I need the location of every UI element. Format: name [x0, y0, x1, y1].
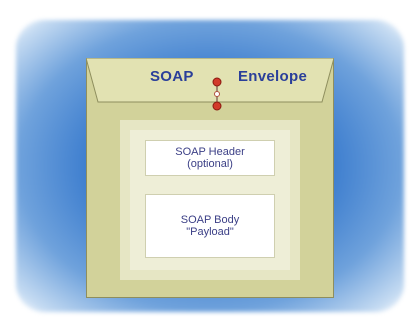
envelope-clasp-icon [212, 77, 222, 111]
envelope-title-soap: SOAP [150, 68, 194, 85]
soap-body-payload-label: "Payload" [186, 226, 234, 238]
envelope-flap [86, 58, 334, 103]
soap-body-box: SOAP Body "Payload" [145, 194, 275, 258]
envelope-title-envelope: Envelope [238, 68, 308, 85]
soap-header-box: SOAP Header (optional) [145, 140, 275, 176]
soap-body-label: SOAP Body [180, 214, 240, 226]
soap-header-label: SOAP Header [175, 146, 245, 158]
soap-header-optional-label: (optional) [187, 158, 233, 170]
